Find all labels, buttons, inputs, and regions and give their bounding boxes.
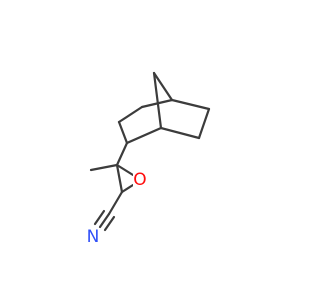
bond-epoxide-o-c xyxy=(120,183,135,194)
bond-to-nitrile-carbon xyxy=(107,190,124,216)
bond-epoxide-c-c xyxy=(115,163,124,194)
triple-bond-line-2 xyxy=(93,209,106,226)
epoxide-ring xyxy=(115,163,135,194)
nitrogen-label-background xyxy=(86,228,100,246)
norbornane-ring xyxy=(117,71,211,145)
bond-bridge-left xyxy=(152,71,163,130)
bond-epoxide-c-o xyxy=(115,163,135,177)
nitrogen-atom-label: N xyxy=(87,227,100,247)
nitrile-triple-bond xyxy=(93,209,116,232)
oxygen-label-background xyxy=(133,171,147,189)
oxygen-atom-label: O xyxy=(133,170,146,190)
triple-bond-line-1 xyxy=(98,212,111,229)
bond-c4-c5 xyxy=(197,107,211,140)
bond-ring-to-epoxide xyxy=(115,141,129,167)
bond-methyl xyxy=(89,163,119,172)
triple-bond-line-3 xyxy=(103,215,116,232)
bond-bridge-right xyxy=(152,71,174,102)
bond-c3-c4 xyxy=(170,98,211,111)
bond-c6-c7 xyxy=(125,126,163,145)
molecule-structure-diagram: O N xyxy=(86,71,211,247)
bond-c1-c2 xyxy=(117,105,144,124)
bond-c5-c6 xyxy=(159,126,201,140)
bond-c7-c1 xyxy=(117,120,129,145)
